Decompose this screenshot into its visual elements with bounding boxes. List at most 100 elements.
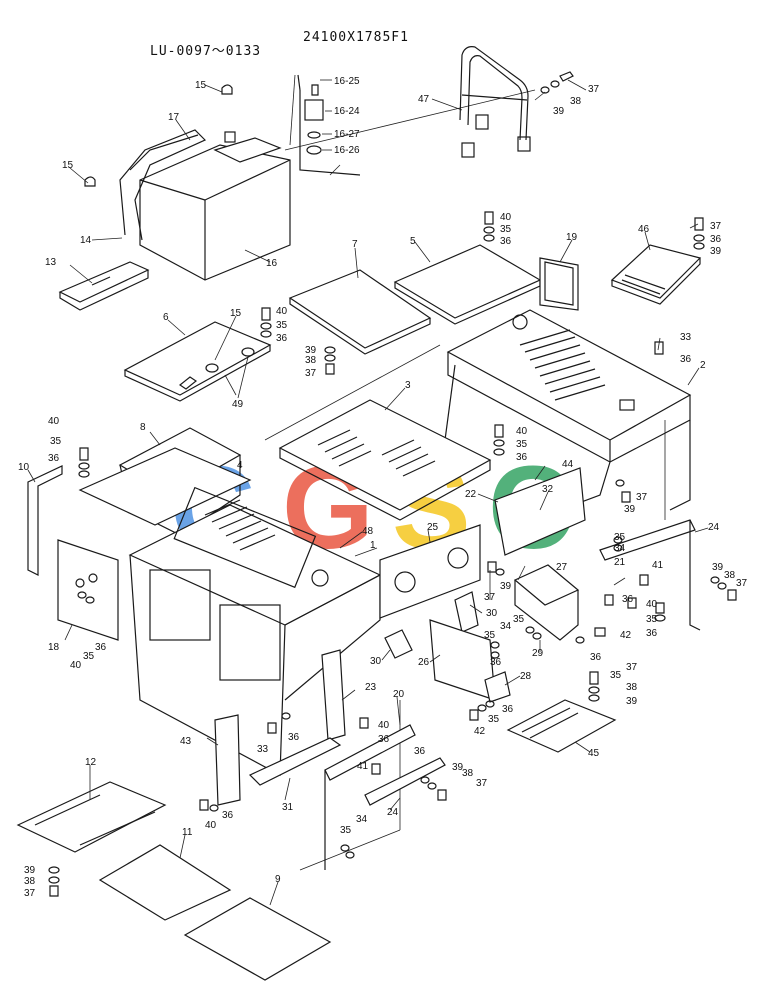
label-part-28: 28: [520, 671, 532, 682]
label-part-17: 17: [168, 112, 180, 123]
label-hw-g-40: 40: [48, 416, 60, 427]
label-part-11: 11: [182, 827, 193, 838]
part-3-panel: [278, 399, 492, 521]
label-hw-t-35: 35: [488, 714, 500, 725]
label-part-8: 8: [140, 422, 146, 433]
label-hw-j-34: 34: [614, 543, 626, 554]
part-12-floor-plate: [16, 781, 167, 853]
label-hw-o-40: 40: [646, 599, 658, 610]
label-part-15-b: 15: [62, 160, 74, 171]
part-7-panel: [288, 269, 432, 355]
part-battery-assembly: [84, 84, 291, 281]
label-part-30-a: 30: [486, 608, 498, 619]
label-part-3: 3: [405, 380, 411, 391]
label-part-33-a: 33: [680, 332, 692, 343]
part-9-floor-plate: [183, 897, 332, 981]
label-hw-h-36: 36: [516, 452, 528, 463]
part-48-vents: [204, 499, 276, 551]
label-hw-e-39: 39: [710, 246, 722, 257]
hardware-bolts: [48, 211, 737, 897]
label-hw-s-38: 38: [626, 682, 638, 693]
label-hw-i-37: 37: [636, 492, 648, 503]
label-hw-b-40: 40: [500, 212, 512, 223]
part-20-rail: [324, 724, 416, 870]
label-hw-q-35: 35: [83, 651, 95, 662]
label-part-13: 13: [45, 257, 57, 268]
label-part-46: 46: [638, 224, 650, 235]
label-hw-o-36: 36: [622, 594, 634, 605]
part-16-hardware-detail: [297, 74, 361, 176]
drawing-code-label: 24100X1785F1: [303, 30, 409, 45]
label-part-33-b: 33: [257, 744, 269, 755]
label-part-43: 43: [180, 736, 192, 747]
label-part-6: 6: [163, 312, 169, 323]
part-23-bracket: [321, 649, 346, 741]
label-part-27: 27: [556, 562, 568, 573]
label-hw-x-35: 35: [340, 825, 352, 836]
label-hw-l-35: 35: [513, 614, 525, 625]
part-28-bracket: [484, 671, 511, 703]
leader-lines: [27, 79, 709, 906]
part-2-vents: [519, 329, 606, 401]
label-part-12: 12: [85, 757, 97, 768]
label-part-16: 16: [266, 258, 278, 269]
label-hw-v-37: 37: [476, 778, 488, 789]
part-18-panel: [57, 539, 119, 641]
label-part-9: 9: [275, 874, 281, 885]
label-hw-k-39: 39: [500, 581, 512, 592]
label-part-22: 22: [465, 489, 477, 500]
label-part-2: 2: [700, 360, 706, 371]
label-part-20: 20: [393, 689, 405, 700]
label-hw-y-38: 38: [24, 876, 36, 887]
label-hw-n-38: 38: [724, 570, 736, 581]
label-hw-j-35: 35: [614, 532, 626, 543]
label-part-42-a: 42: [620, 630, 632, 641]
label-hw-y-39: 39: [24, 865, 36, 876]
label-hw-n-39: 39: [712, 562, 724, 573]
label-hw-m-36: 36: [590, 652, 602, 663]
label-part-31: 31: [282, 802, 294, 813]
label-hw-r-36: 36: [490, 657, 502, 668]
label-hw-b-35: 35: [500, 224, 512, 235]
part-10-bracket: [27, 465, 63, 576]
label-part-19: 19: [566, 232, 578, 243]
label-hw-e-36: 36: [710, 234, 722, 245]
label-hw-a-38: 38: [570, 96, 582, 107]
label-hw-v-38: 38: [462, 768, 474, 779]
part-11-floor-plate: [98, 844, 232, 921]
label-hw-y-37: 37: [24, 888, 36, 899]
part-labels: 1 2 3 4 5 6 7 8 9 10 11 12 13 14 15 15 1…: [18, 76, 748, 899]
label-hw-o-36b: 36: [646, 628, 658, 639]
part-2-frame: [444, 309, 692, 511]
label-hw-d-38: 38: [305, 355, 317, 366]
label-hw-v-39: 39: [452, 762, 464, 773]
label-hw-d-37: 37: [305, 368, 317, 379]
label-hw-x-34: 34: [356, 814, 368, 825]
part-31-rail: [248, 737, 342, 786]
part-19-panel: [539, 257, 579, 311]
part-30-bracket-a: [454, 591, 479, 633]
label-part-21: 21: [614, 557, 626, 568]
label-hw-u-40: 40: [378, 720, 390, 731]
label-hw-c-35: 35: [276, 320, 288, 331]
label-hw-a-37: 37: [588, 84, 600, 95]
label-hw-d-39: 39: [305, 345, 317, 356]
part-13-cover: [58, 261, 150, 311]
label-part-42-b: 42: [474, 726, 486, 737]
part-1-housing: [128, 486, 382, 776]
label-part-47: 47: [418, 94, 430, 105]
label-part-16-24: 16-24: [334, 106, 360, 117]
label-part-4: 4: [237, 460, 243, 471]
label-part-32: 32: [542, 484, 554, 495]
label-hw-r-35: 35: [484, 630, 496, 641]
label-hw-u-36: 36: [288, 732, 300, 743]
label-part-16-25: 16-25: [334, 76, 360, 87]
label-part-5: 5: [410, 236, 416, 247]
label-hw-h-40: 40: [516, 426, 528, 437]
label-part-10: 10: [18, 462, 30, 473]
label-hw-e-37: 37: [710, 221, 722, 232]
label-part-16-27: 16-27: [334, 129, 360, 140]
label-hw-n-37: 37: [736, 578, 748, 589]
label-hw-v-36: 36: [414, 746, 426, 757]
